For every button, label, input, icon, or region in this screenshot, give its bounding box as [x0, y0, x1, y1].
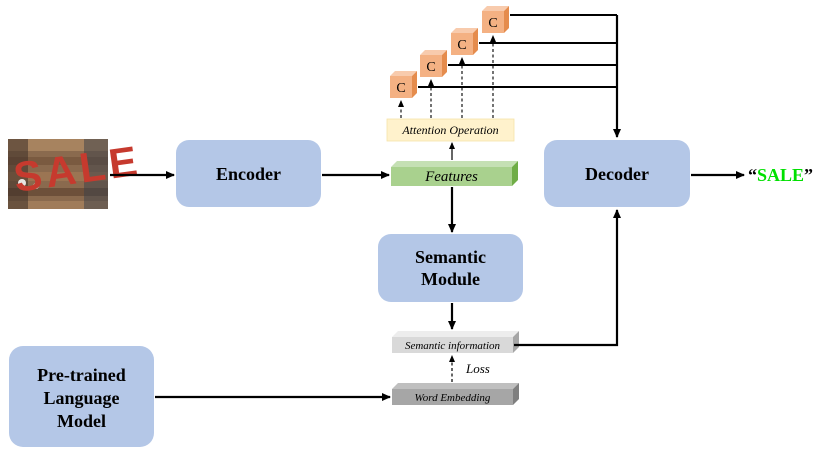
- features-label: Features: [424, 169, 478, 185]
- word-embedding-label: Word Embedding: [415, 392, 491, 404]
- output-open-quote: “: [748, 165, 757, 185]
- semantic-module-label-line2: Module: [421, 269, 480, 289]
- context-cube-1-label: C: [396, 81, 405, 96]
- arrow-semantic-info-to-decoder: [514, 209, 621, 347]
- context-cube-4-label: C: [488, 16, 497, 31]
- encoder-label: Encoder: [216, 164, 281, 184]
- loss-label: Loss: [465, 361, 490, 376]
- context-cube-4: C: [482, 6, 509, 33]
- features-tensor: Features: [391, 161, 518, 186]
- context-cube-3: C: [451, 28, 478, 55]
- decoder-box: Decoder: [544, 140, 690, 207]
- plm-label-line2: Language: [43, 388, 119, 408]
- plm-label-line3: Model: [57, 411, 106, 431]
- semantic-module-box: Semantic Module: [378, 234, 523, 302]
- attention-operation-label: Attention Operation: [401, 123, 498, 137]
- output-close-quote: ”: [804, 165, 813, 185]
- attention-operation-box: Attention Operation: [386, 118, 515, 142]
- input-image: SALE: [8, 137, 144, 209]
- context-cube-3-label: C: [457, 38, 466, 53]
- semantic-module-label-line1: Semantic: [415, 247, 486, 267]
- output-word: SALE: [757, 165, 804, 185]
- arrows: [110, 14, 745, 401]
- pretrained-language-model-box: Pre-trained Language Model: [9, 346, 154, 447]
- context-cube-2: C: [420, 50, 447, 77]
- output-text: “SALE”: [748, 165, 813, 185]
- semantic-information-label: Semantic information: [405, 340, 501, 352]
- context-cube-1: C: [390, 71, 417, 98]
- word-embedding-tensor: Word Embedding: [392, 383, 519, 405]
- semantic-information-tensor: Semantic information: [392, 331, 519, 353]
- plm-label-line1: Pre-trained: [37, 365, 126, 385]
- decoder-label: Decoder: [585, 164, 649, 184]
- context-cube-2-label: C: [426, 60, 435, 75]
- encoder-box: Encoder: [176, 140, 321, 207]
